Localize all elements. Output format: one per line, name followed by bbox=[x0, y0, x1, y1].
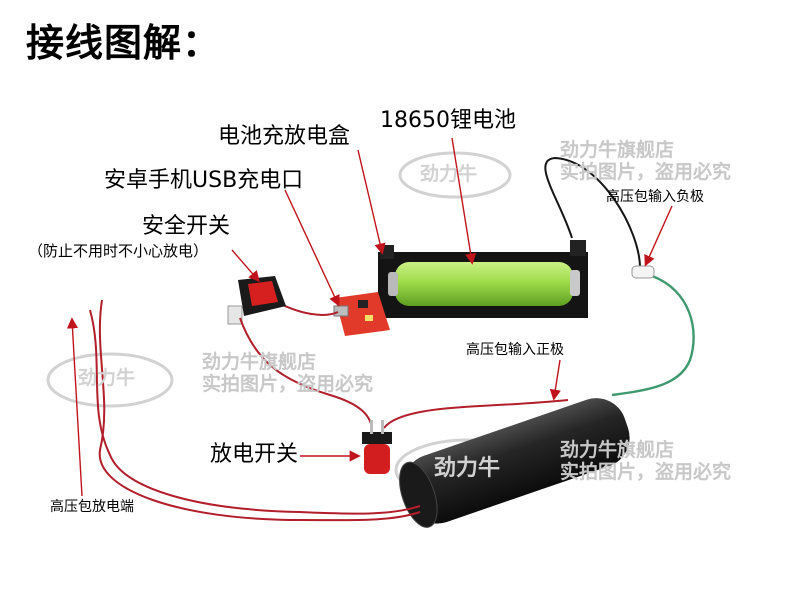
pointer-lines bbox=[66, 137, 673, 497]
watermark-text: 劲力牛旗舰店 实拍图片，盗用必究 bbox=[560, 439, 732, 484]
watermark-logo-text: 劲力牛 bbox=[434, 456, 501, 481]
label-hv-positive: 高压包输入正极 bbox=[466, 342, 564, 358]
watermark-line2: 实拍图片，盗用必究 bbox=[202, 372, 374, 395]
watermark-text: 劲力牛旗舰店 实拍图片，盗用必究 bbox=[560, 139, 732, 184]
label-18650-battery: 18650锂电池 bbox=[380, 108, 516, 133]
watermark-line2: 实拍图片，盗用必究 bbox=[560, 460, 732, 483]
twisted-wires bbox=[89, 299, 421, 522]
page-title: 接线图解： bbox=[26, 21, 222, 65]
charging-pcb bbox=[333, 292, 390, 336]
black-wire bbox=[544, 156, 641, 269]
watermark-line2: 实拍图片，盗用必究 bbox=[560, 160, 732, 183]
label-safety-switch: 安全开关 bbox=[142, 214, 231, 239]
watermark-line1: 劲力牛旗舰店 bbox=[202, 351, 317, 373]
label-safety-switch-note: （防止不用时不小心放电） bbox=[28, 242, 209, 260]
watermark-line1: 劲力牛旗舰店 bbox=[560, 139, 675, 161]
wire-connector bbox=[631, 265, 655, 279]
label-discharge-switch: 放电开关 bbox=[210, 442, 299, 467]
red-wire-positive bbox=[383, 399, 569, 429]
watermark-logo-text: 劲力牛 bbox=[420, 163, 478, 185]
red-wire-switch-button bbox=[239, 317, 373, 429]
push-button-icon bbox=[362, 420, 392, 474]
coil-icon bbox=[399, 398, 630, 528]
label-discharge-terminal: 高压包放电端 bbox=[50, 499, 134, 515]
label-hv-negative: 高压包输入负极 bbox=[606, 189, 704, 205]
label-battery-box: 电池充放电盒 bbox=[218, 124, 351, 149]
watermark-text: 劲力牛旗舰店 实拍图片，盗用必究 bbox=[202, 351, 374, 396]
watermark-line1: 劲力牛旗舰店 bbox=[560, 439, 675, 461]
label-usb-port: 安卓手机USB充电口 bbox=[104, 168, 304, 193]
watermark-logo-text: 劲力牛 bbox=[78, 367, 136, 389]
battery-icon bbox=[388, 262, 580, 306]
green-wire bbox=[611, 274, 695, 397]
usb-port-icon bbox=[333, 305, 349, 317]
toggle-switch-icon bbox=[227, 276, 286, 325]
